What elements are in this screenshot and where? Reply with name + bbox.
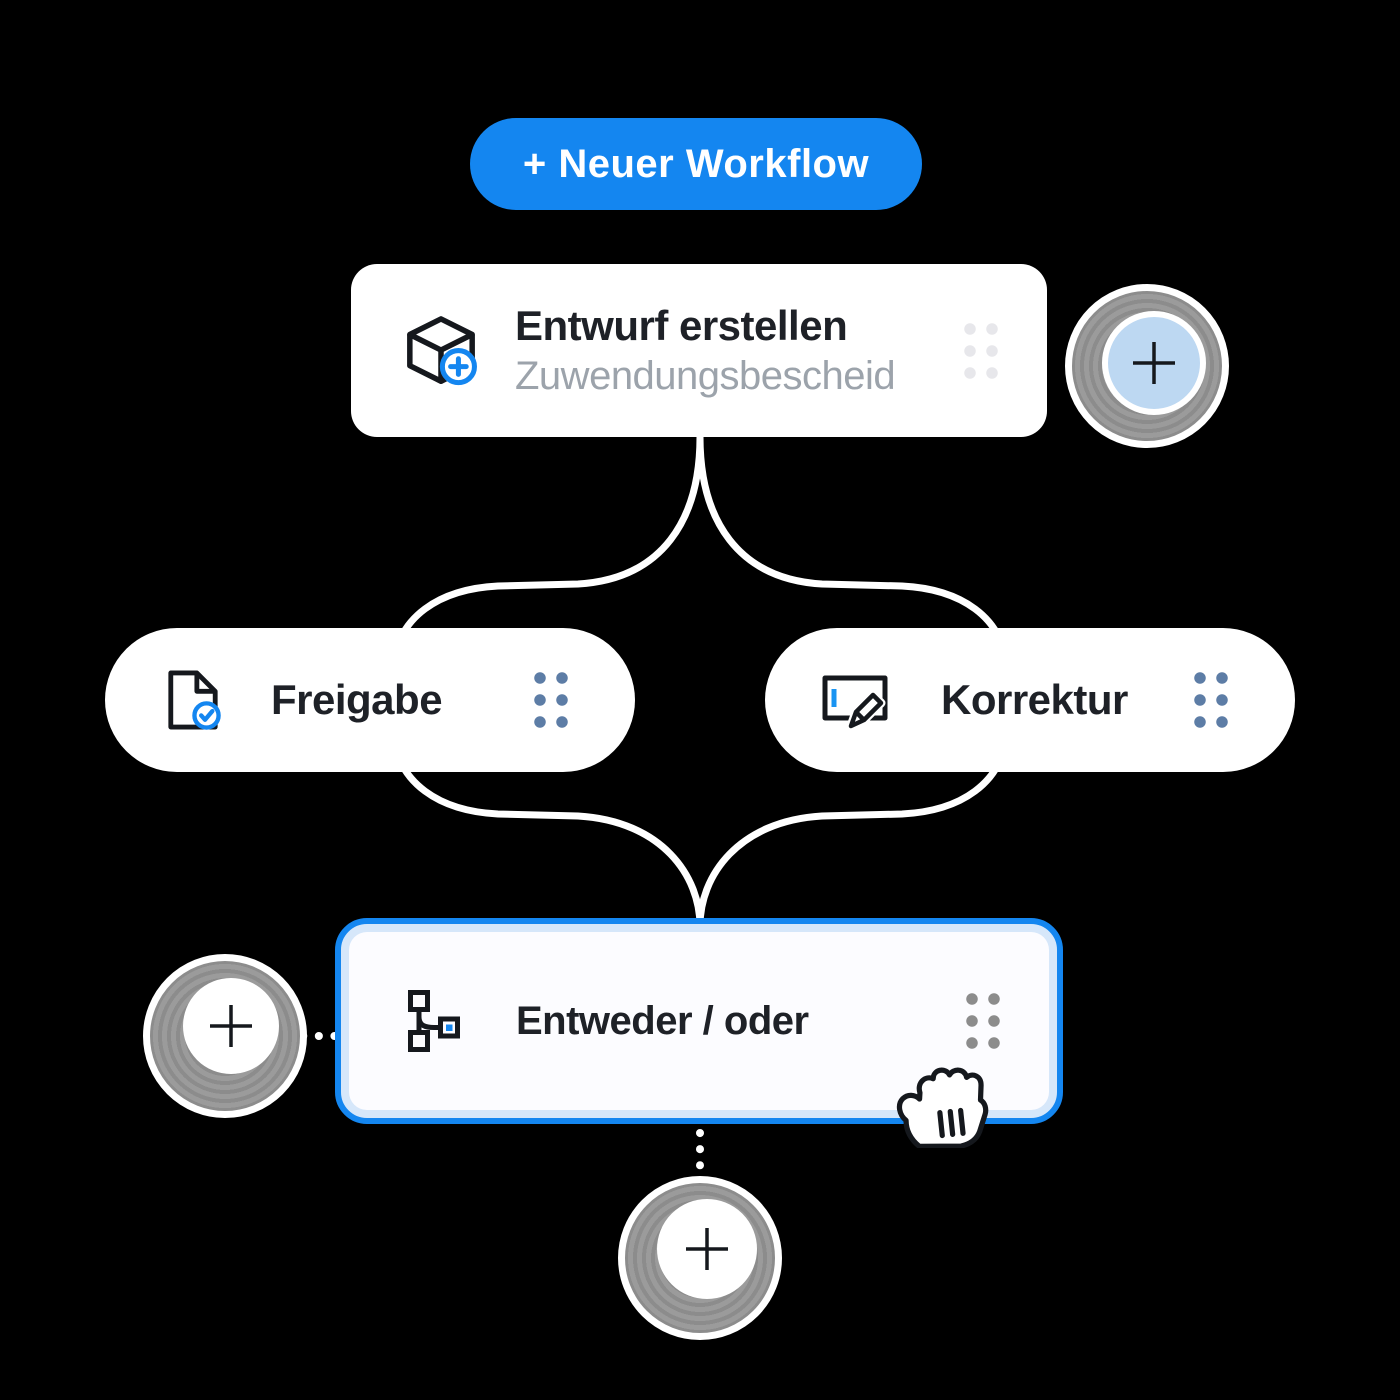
node-korrektur[interactable]: Korrektur bbox=[765, 628, 1295, 772]
add-node-inner-circle bbox=[183, 978, 279, 1074]
node-label: Entweder / oder bbox=[516, 998, 809, 1043]
drag-handle-icon[interactable] bbox=[1189, 667, 1233, 733]
add-node-button-right[interactable] bbox=[1065, 284, 1229, 448]
plus-icon bbox=[210, 1005, 252, 1047]
drag-handle-icon[interactable] bbox=[961, 988, 1005, 1054]
connector-top-right bbox=[696, 433, 1010, 668]
add-node-inner-circle bbox=[657, 1199, 757, 1299]
connector-bottom-left bbox=[390, 732, 704, 930]
text-edit-icon bbox=[822, 675, 888, 730]
add-node-button-bottom[interactable] bbox=[618, 1176, 782, 1340]
cube-plus-icon bbox=[407, 315, 477, 385]
node-label: Korrektur bbox=[941, 676, 1128, 723]
add-node-button-left[interactable] bbox=[143, 954, 307, 1118]
drag-handle-icon[interactable] bbox=[529, 667, 573, 733]
new-workflow-button-label: + Neuer Workflow bbox=[522, 141, 870, 186]
new-workflow-button[interactable]: + Neuer Workflow bbox=[470, 118, 922, 210]
connector-top-left bbox=[390, 433, 704, 668]
plus-icon bbox=[1133, 342, 1175, 384]
drag-handle-icon[interactable] bbox=[959, 317, 1003, 384]
node-subtitle: Zuwendungsbescheid bbox=[515, 353, 896, 398]
plus-icon bbox=[686, 1228, 728, 1270]
connector-bottom-right bbox=[696, 732, 1010, 930]
document-check-icon bbox=[168, 670, 221, 730]
add-node-inner-circle bbox=[1102, 311, 1206, 415]
node-title: Entwurf erstellen bbox=[515, 302, 848, 350]
branch-split-icon bbox=[408, 990, 460, 1052]
node-freigabe[interactable]: Freigabe bbox=[105, 628, 635, 772]
node-text-block: Entwurf erstellen Zuwendungsbescheid bbox=[515, 300, 896, 400]
node-entwurf-erstellen[interactable]: Entwurf erstellen Zuwendungsbescheid bbox=[351, 264, 1047, 437]
node-label: Freigabe bbox=[271, 676, 443, 723]
node-entweder-oder-selected[interactable]: Entweder / oder bbox=[335, 918, 1063, 1124]
